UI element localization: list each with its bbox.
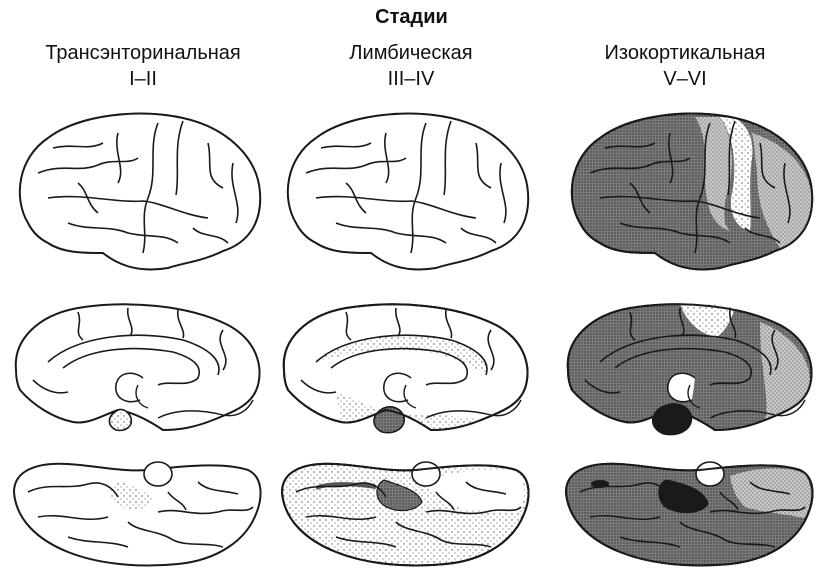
lateral-view-stage-5-6 xyxy=(560,103,818,275)
column-header-transentorhinal: Трансэнторинальная I–II xyxy=(13,40,273,92)
figure-title: Стадии xyxy=(0,6,823,29)
basal-view-stage-5-6 xyxy=(560,452,818,568)
temporal-pole-circle xyxy=(412,462,440,486)
column-stages: III–IV xyxy=(281,66,541,92)
column-name: Трансэнторинальная xyxy=(45,42,240,64)
temporal-pole-circle xyxy=(144,462,172,486)
entorhinal-region xyxy=(109,409,131,430)
lateral-view-stage-3-4 xyxy=(276,103,534,275)
basal-view-stage-3-4 xyxy=(276,452,534,568)
medial-view-stage-1-2 xyxy=(8,300,266,438)
column-name: Изокортикальная xyxy=(605,42,766,64)
hemisphere-outline xyxy=(288,114,528,270)
column-stages: V–VI xyxy=(555,66,815,92)
temporal-pole-circle xyxy=(696,462,724,486)
column-name: Лимбическая xyxy=(349,42,472,64)
hemisphere-outline xyxy=(14,464,261,566)
hemisphere-outline xyxy=(16,304,260,430)
occipital-medial-region xyxy=(760,322,810,420)
lateral-view-stage-1-2 xyxy=(8,103,266,275)
column-stages: I–II xyxy=(13,66,273,92)
medial-view-stage-5-6 xyxy=(560,300,818,438)
medial-view-stage-3-4 xyxy=(276,300,534,438)
column-header-limbic: Лимбическая III–IV xyxy=(281,40,541,92)
column-header-isocortical: Изокортикальная V–VI xyxy=(555,40,815,92)
hemisphere-outline xyxy=(20,114,260,270)
entorhinal-region xyxy=(653,404,692,434)
basal-view-stage-1-2 xyxy=(8,452,266,568)
